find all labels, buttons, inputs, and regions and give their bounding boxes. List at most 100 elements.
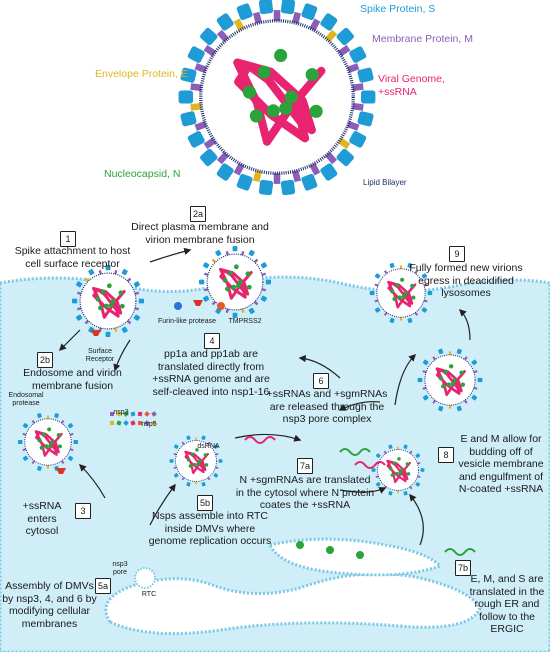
spike-protein <box>374 273 381 279</box>
nucleocapsid <box>395 471 399 476</box>
envelope-protein <box>448 404 452 409</box>
nucleocapsid <box>186 457 191 462</box>
nucleocapsid-label: Nucleocapsid, N <box>104 168 181 180</box>
nucleocapsid <box>57 444 62 449</box>
virion-step8-lower <box>371 444 425 496</box>
free-rna <box>244 436 276 444</box>
step-3-number: 3 <box>75 503 91 519</box>
spike-protein <box>417 377 423 383</box>
step-2a-number: 2a <box>190 206 206 222</box>
process-arrow <box>149 247 192 263</box>
membrane-protein <box>273 170 281 184</box>
process-arrow <box>458 308 471 341</box>
membrane-protein <box>291 167 301 183</box>
nucleocapsid <box>195 448 199 452</box>
nucleocapsid <box>188 464 193 468</box>
spike-protein <box>336 27 354 46</box>
lipid-bilayer-label: Lipid Bilayer <box>363 178 407 187</box>
step-7a-text: N +sgmRNAs are translated in the cytosol… <box>235 474 375 511</box>
membrane-protein <box>225 307 230 314</box>
nucleocapsid <box>47 427 52 432</box>
nucleocapsid <box>397 295 402 300</box>
spike-protein <box>349 46 367 63</box>
spike-protein <box>187 131 205 148</box>
ribosome <box>326 546 334 554</box>
spike-protein <box>301 3 318 21</box>
spike-protein <box>427 290 433 296</box>
spike-protein <box>67 455 74 461</box>
spike-protein <box>471 359 478 366</box>
membrane-protein <box>240 250 245 257</box>
spike-protein <box>201 482 206 487</box>
viral-genome <box>386 459 411 484</box>
membrane-protein-label: Membrane Protein, M <box>372 33 473 45</box>
spike-protein <box>73 440 78 444</box>
spike-protein <box>369 290 375 296</box>
envelope-protein <box>399 265 403 270</box>
nucleocapsid <box>411 295 416 300</box>
process-arrow <box>113 339 131 372</box>
spike-protein <box>388 491 393 496</box>
nucleocapsid <box>227 270 233 276</box>
spike-protein <box>216 13 234 31</box>
nucleocapsid <box>56 433 61 438</box>
dsrna-label: dsRNA <box>197 443 220 450</box>
spike-protein <box>202 262 210 269</box>
step-2a-text: Direct plasma membrane and virion membra… <box>131 221 269 246</box>
spike-protein <box>357 67 374 83</box>
nucleocapsid <box>438 376 444 381</box>
spike-protein <box>72 298 78 304</box>
surface-receptor <box>56 468 66 474</box>
nucleocapsid <box>392 296 397 302</box>
spike-protein <box>280 179 296 196</box>
nucleocapsid <box>279 101 293 115</box>
spike-protein <box>375 482 381 487</box>
step-6-number: 6 <box>313 373 329 389</box>
virion-step9 <box>369 262 433 324</box>
spike-protein <box>180 67 197 83</box>
spike-protein <box>133 281 141 288</box>
spike-protein <box>422 359 429 366</box>
nsp-fragment <box>151 411 157 417</box>
nucleocapsid <box>204 463 209 467</box>
er-tube <box>267 537 443 577</box>
step-1-number: 1 <box>60 231 76 247</box>
nsp-fragment <box>116 420 122 426</box>
nucleocapsid <box>118 290 124 296</box>
furin-protease-label: Furin-like protease <box>158 318 216 325</box>
spike-protein <box>236 173 253 191</box>
spike-protein <box>213 444 219 449</box>
envelope-protein <box>397 446 399 451</box>
step-3-text: +ssRNA enters cytosol <box>22 500 62 537</box>
nucleocapsid <box>397 457 401 461</box>
envelope-protein <box>399 316 403 321</box>
rtc-label: RTC <box>141 591 157 598</box>
spike-protein <box>258 0 274 15</box>
free-rna <box>444 548 476 556</box>
tmprss2-enzyme <box>217 302 225 310</box>
spike-protein <box>360 90 376 104</box>
membrane-protein <box>291 11 301 27</box>
step-5a-text: Assembly of DMVs by nsp3, 4, and 6 by mo… <box>2 580 97 630</box>
spike-protein <box>301 173 318 191</box>
process-arrow <box>298 354 341 379</box>
viral-genome <box>92 286 126 319</box>
step-2b-text: Endosome and virion membrane fusion <box>23 367 122 392</box>
nsp-fragment <box>130 411 136 417</box>
spike-protein <box>421 307 428 313</box>
process-arrow <box>78 463 106 499</box>
spike-protein <box>236 3 253 21</box>
nucleocapsid <box>190 452 195 457</box>
spike-protein-label: Spike Protein, S <box>360 3 436 15</box>
spike-protein <box>75 281 83 288</box>
spike-protein <box>121 268 128 276</box>
nsp3-pore-label: nsp3 pore <box>112 561 128 576</box>
spike-protein <box>248 307 255 315</box>
spike-protein <box>248 249 255 257</box>
spike-protein <box>200 148 218 167</box>
nucleocapsid <box>222 277 228 283</box>
envelope-protein <box>47 415 49 420</box>
nucleocapsid <box>193 462 197 467</box>
envelope-protein <box>397 489 399 494</box>
membrane-protein <box>76 291 83 296</box>
